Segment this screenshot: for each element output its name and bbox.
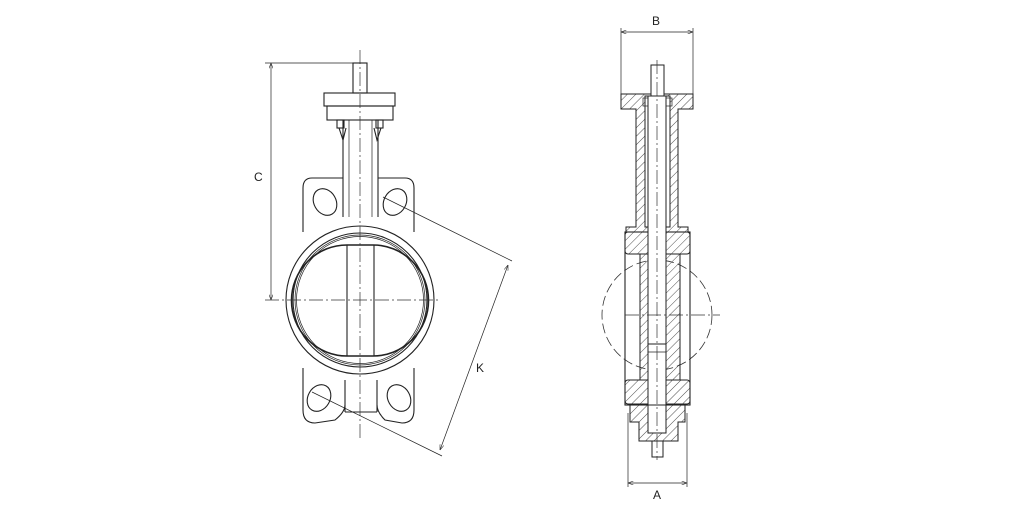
bottom-stub: [651, 440, 664, 458]
disc: [290, 244, 430, 357]
dimension-k-label: K: [476, 361, 484, 375]
top-flange-plate: [323, 92, 396, 107]
dimension-c-label: C: [254, 170, 263, 184]
lower-lugs: [302, 368, 415, 424]
front-view: C K: [254, 50, 513, 457]
dimension-k: K: [311, 196, 513, 457]
bolt-hole-upper-left: [312, 188, 338, 216]
side-view: B A: [601, 14, 720, 502]
dimension-c: C: [254, 62, 367, 300]
neck: [342, 120, 379, 217]
bolt-hole-upper-right: [382, 188, 408, 216]
stem-top-side: [650, 64, 665, 97]
lower-neck: [344, 380, 378, 413]
dimension-b: B: [620, 14, 694, 94]
bolt-hole-lower-right: [386, 384, 412, 412]
dimension-b-label: B: [652, 14, 660, 28]
bolt-hole-lower-left: [306, 384, 332, 412]
upper-lugs: [302, 177, 415, 232]
dimension-a-label: A: [653, 488, 661, 502]
dimension-a: A: [627, 413, 688, 502]
